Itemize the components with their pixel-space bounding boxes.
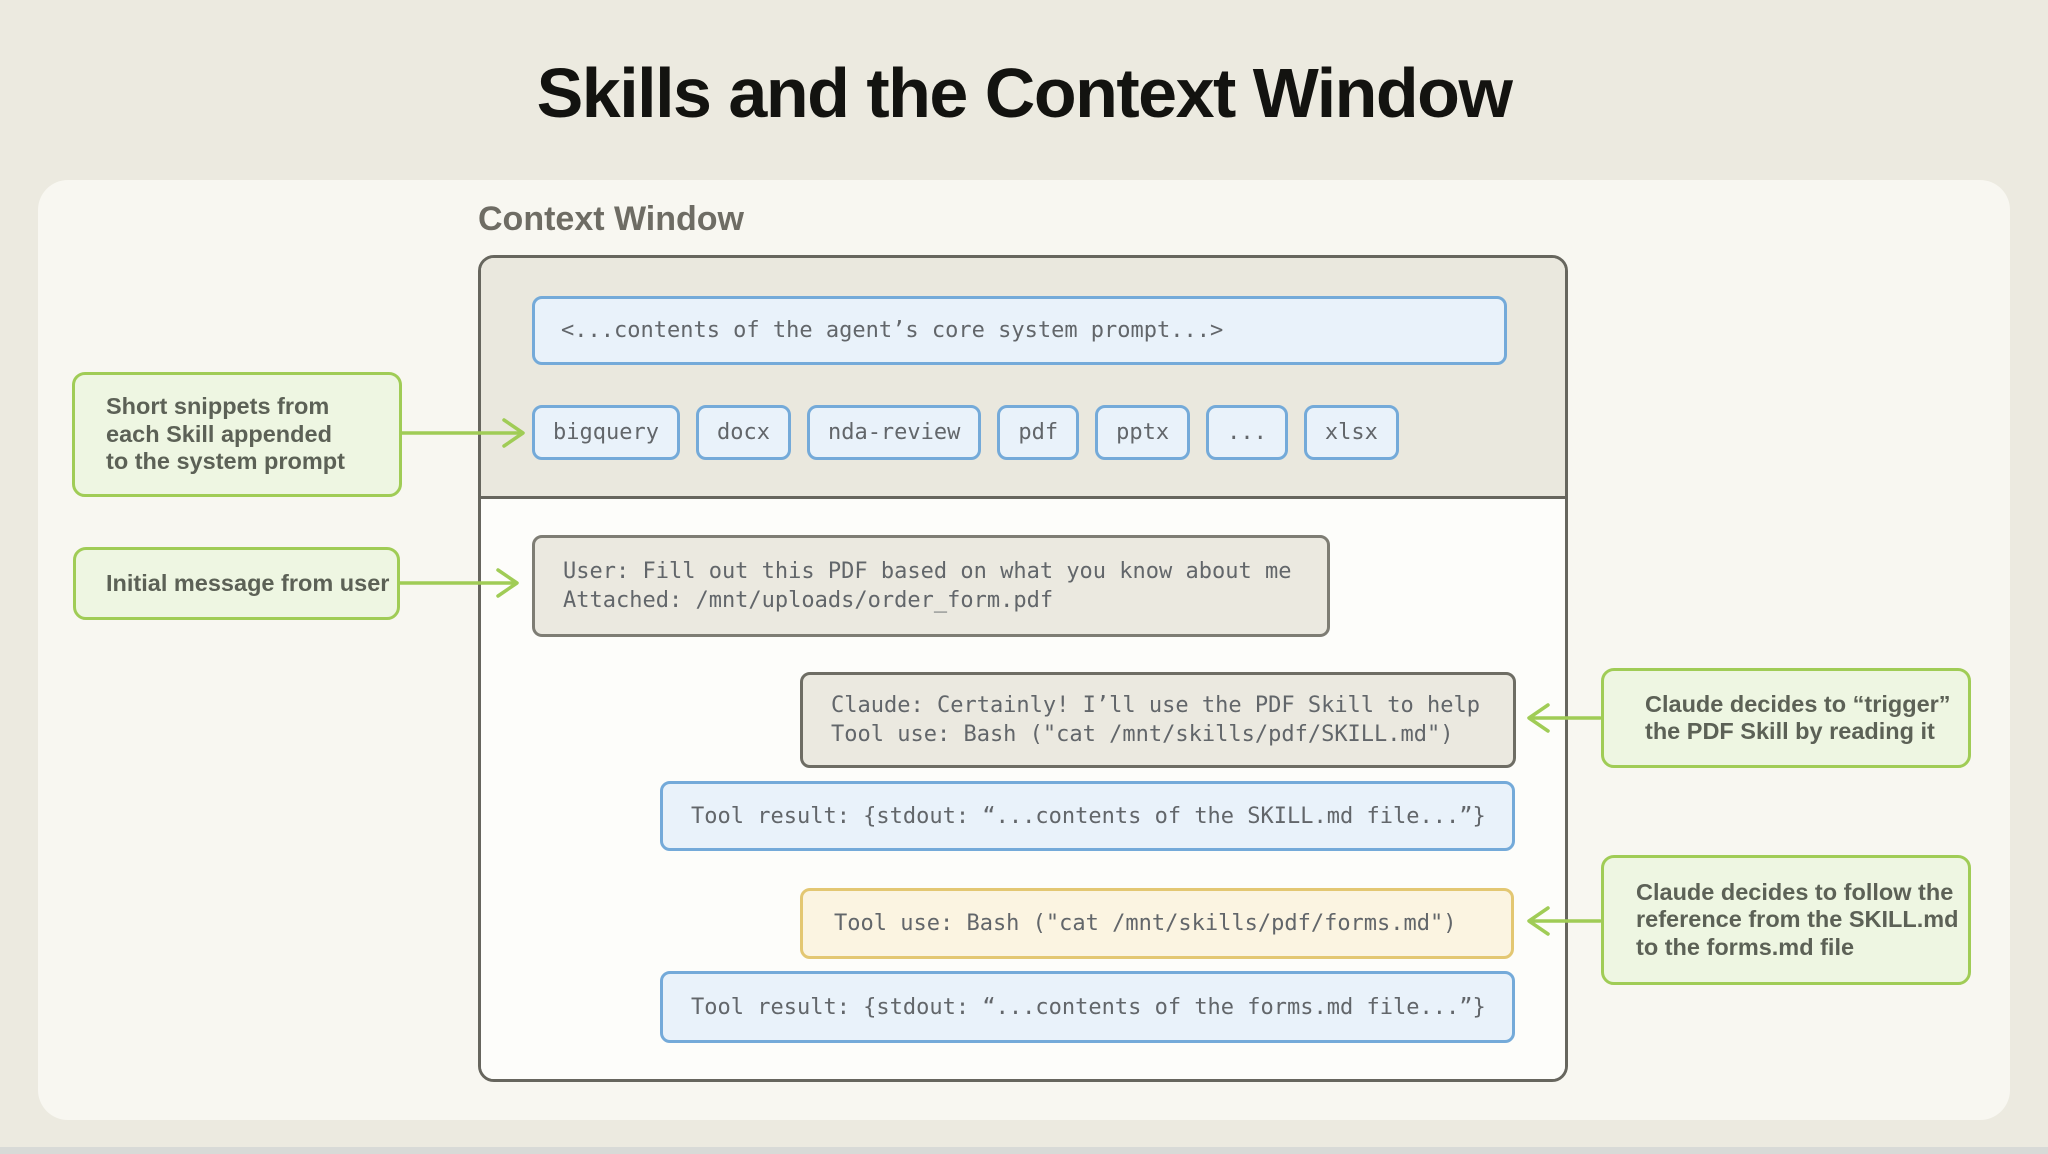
claude-message-box: Claude: Certainly! I’ll use the PDF Skil…	[800, 672, 1516, 768]
tool-use-forms-box: Tool use: Bash ("cat /mnt/skills/pdf/for…	[800, 888, 1514, 959]
annotation-follow-reference-line2: reference from the SKILL.md	[1636, 906, 1959, 933]
bottom-edge-strip	[0, 1147, 2048, 1154]
skill-chip-bigquery: bigquery	[532, 405, 680, 460]
annotation-follow-reference-line3: to the forms.md file	[1636, 933, 1855, 960]
annotation-skill-snippets: Short snippets from each Skill appended …	[72, 372, 402, 497]
context-window-label: Context Window	[478, 200, 744, 238]
annotation-skill-snippets-line1: Short snippets from	[106, 393, 330, 420]
tool-result-skill-box: Tool result: {stdout: “...contents of th…	[660, 781, 1515, 851]
system-prompt-text: <...contents of the agent’s core system …	[561, 318, 1224, 343]
tool-result-forms-box: Tool result: {stdout: “...contents of th…	[660, 971, 1515, 1043]
user-message-line2: Attached: /mnt/uploads/order_form.pdf	[563, 588, 1054, 613]
page-title: Skills and the Context Window	[536, 54, 1513, 132]
tool-use-forms-text: Tool use: Bash ("cat /mnt/skills/pdf/for…	[834, 911, 1457, 936]
tool-result-skill-text: Tool result: {stdout: “...contents of th…	[691, 803, 1486, 829]
context-window-box: <...contents of the agent’s core system …	[478, 255, 1568, 1082]
skill-chip-ellipsis: ...	[1206, 405, 1288, 460]
annotation-trigger-skill-line2: the PDF Skill by reading it	[1645, 718, 1935, 744]
skill-chip-nda-review: nda-review	[806, 405, 982, 460]
system-prompt-box: <...contents of the agent’s core system …	[532, 296, 1507, 365]
claude-message-line1: Claude: Certainly! I’ll use the PDF Skil…	[831, 693, 1481, 718]
skill-chip-pptx: pptx	[1095, 405, 1191, 460]
annotation-initial-message: Initial message from user	[73, 547, 400, 620]
annotation-follow-reference-line1: Claude decides to follow the	[1636, 878, 1954, 905]
annotation-skill-snippets-line2: each Skill appended	[106, 420, 332, 447]
annotation-follow-reference: Claude decides to follow the reference f…	[1601, 855, 1971, 985]
skill-chip-xlsx: xlsx	[1303, 405, 1399, 460]
skill-chips-row: bigquery docx nda-review pdf pptx ... xl…	[532, 405, 1399, 460]
claude-message-line2: Tool use: Bash ("cat /mnt/skills/pdf/SKI…	[831, 722, 1454, 747]
user-message-box: User: Fill out this PDF based on what yo…	[532, 535, 1330, 637]
annotation-trigger-skill-line1: Claude decides to “trigger”	[1645, 690, 1951, 717]
annotation-trigger-skill: Claude decides to “trigger” the PDF Skil…	[1601, 668, 1971, 768]
skill-chip-docx: docx	[695, 405, 791, 460]
system-prompt-section: <...contents of the agent’s core system …	[481, 258, 1565, 499]
tool-result-forms-text: Tool result: {stdout: “...contents of th…	[691, 994, 1486, 1020]
conversation-section: User: Fill out this PDF based on what yo…	[481, 502, 1565, 1079]
skill-chip-pdf: pdf	[997, 405, 1080, 460]
annotation-initial-message-line1: Initial message from user	[106, 569, 390, 596]
annotation-skill-snippets-line3: to the system prompt	[106, 448, 345, 475]
user-message-line1: User: Fill out this PDF based on what yo…	[563, 559, 1292, 584]
